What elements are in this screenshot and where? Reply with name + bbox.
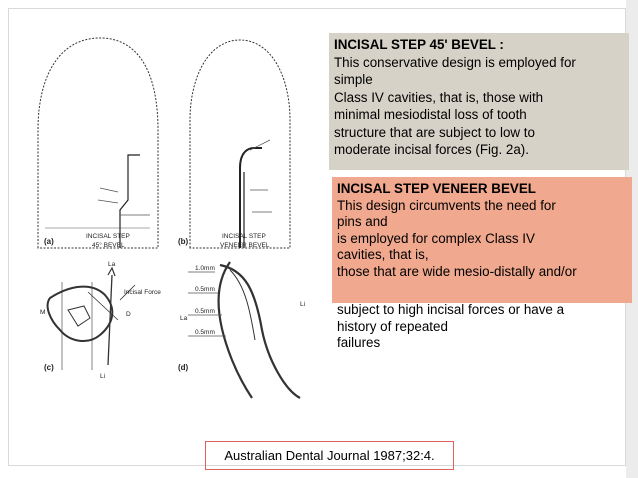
box2-line: pins and bbox=[337, 214, 388, 229]
box2-line: is employed for complex Class IV bbox=[337, 230, 535, 246]
panel-c-force-label: Incisal Force bbox=[124, 289, 161, 296]
panel-a-caption-1: INCISAL STEP bbox=[86, 233, 130, 240]
box1-title: INCISAL STEP 45' BEVEL : bbox=[334, 37, 504, 52]
panel-a-letter: (a) bbox=[44, 237, 54, 246]
panel-d-thickness-3: 0.5mm bbox=[195, 308, 215, 315]
step-cut-a bbox=[119, 154, 140, 248]
box1-line: moderate incisal forces (Fig. 2a). bbox=[334, 142, 529, 157]
box2-line: those that are wide mesio-distally and/o… bbox=[337, 263, 577, 279]
box1-line: structure that are subject to low to bbox=[334, 124, 535, 140]
box2-line: cavities, that is, bbox=[337, 247, 429, 262]
incisal-step-veneer-bevel-box: INCISAL STEP VENEER BEVEL This design ci… bbox=[332, 177, 632, 350]
tooth-outline-b bbox=[189, 39, 291, 249]
panel-c-letter: (c) bbox=[44, 363, 54, 372]
box2-overflow-text: subject to high incisal forces or have a… bbox=[337, 302, 564, 352]
panel-d-thickness-4: 0.5mm bbox=[195, 329, 215, 336]
panel-d-thickness-1: 1.0mm bbox=[195, 265, 215, 272]
figure-illustration: (a) INCISAL STEP 45° BEVEL (b) INCISAL S… bbox=[37, 37, 305, 399]
panel-c-d: D bbox=[126, 311, 131, 318]
panel-c-la: La bbox=[108, 261, 116, 268]
right-edge-bar bbox=[626, 0, 638, 478]
box2-title: INCISAL STEP VENEER BEVEL bbox=[337, 181, 536, 196]
box1-line: minimal mesiodistal loss of tooth bbox=[334, 107, 527, 122]
box1-line: This conservative design is employed for bbox=[334, 54, 576, 70]
panel-d-la: La bbox=[180, 315, 188, 322]
box1-line: simple bbox=[334, 72, 373, 87]
citation-box: Australian Dental Journal 1987;32:4. bbox=[205, 441, 454, 470]
box2-line: subject to high incisal forces or have a bbox=[337, 302, 565, 317]
tooth-section-c bbox=[46, 285, 114, 342]
panel-b-caption-1: INCISAL STEP bbox=[222, 233, 266, 240]
box2-line: failures bbox=[337, 335, 381, 350]
panel-a-caption-2: 45° BEVEL bbox=[92, 241, 125, 249]
incisal-step-45-bevel-box: INCISAL STEP 45' BEVEL : This conservati… bbox=[329, 33, 629, 170]
box2-line: This design circumvents the need for bbox=[337, 197, 556, 213]
incisal-force-arrow bbox=[107, 274, 113, 366]
panel-d-thickness-2: 0.5mm bbox=[195, 286, 215, 293]
box1-line: Class IV cavities, that is, those with bbox=[334, 89, 544, 105]
panel-b-caption-2: VENEER BEVEL bbox=[220, 242, 270, 249]
tooth-section-d bbox=[217, 261, 301, 399]
panel-c-m: M bbox=[40, 309, 45, 316]
panel-d-li: Li bbox=[300, 301, 305, 308]
panel-c-li: Li bbox=[100, 373, 105, 380]
panel-b-letter: (b) bbox=[178, 237, 189, 246]
box2-line: history of repeated bbox=[337, 318, 448, 334]
tooth-outline-a bbox=[37, 37, 159, 249]
panel-d-letter: (d) bbox=[178, 363, 189, 372]
